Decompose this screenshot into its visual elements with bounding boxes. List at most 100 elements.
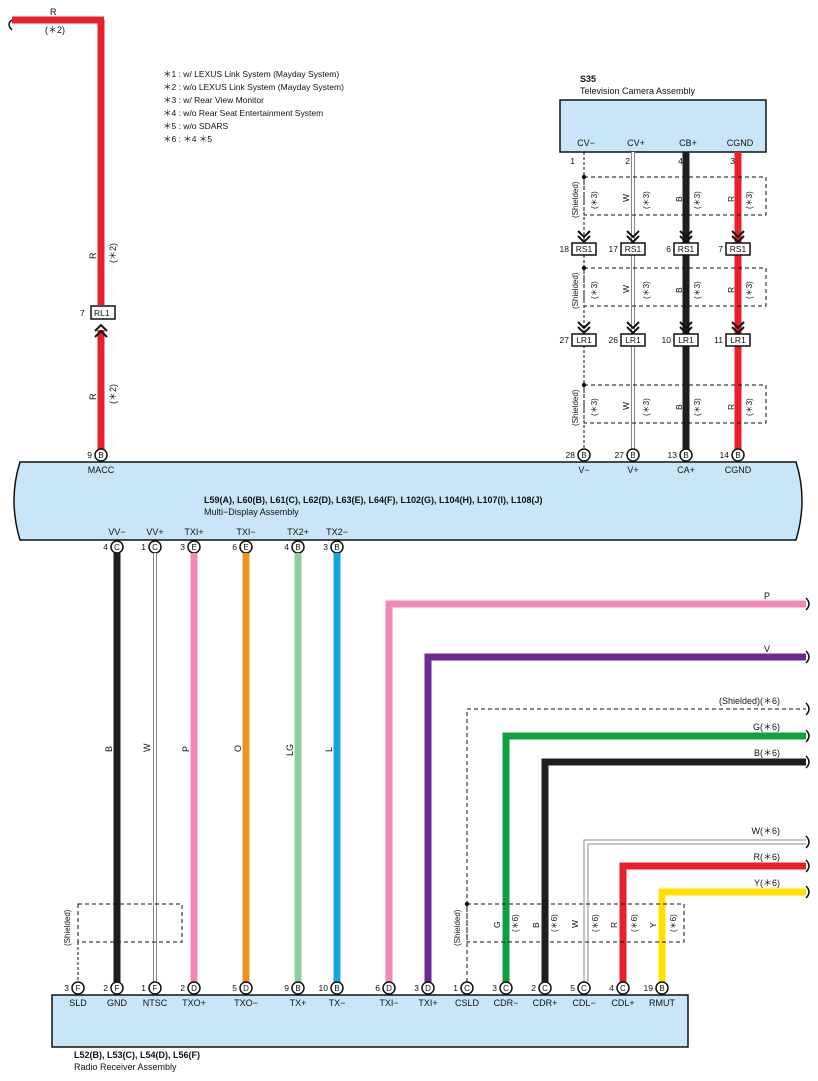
terminal-circle	[94, 448, 108, 462]
terminal: E3	[180, 540, 201, 554]
cond-label: (＊3)	[642, 281, 651, 299]
camera-wires: (Shielded) (＊3) (Shielded) (＊3) (Shielde…	[571, 152, 767, 452]
terminal-pin: 1	[453, 983, 458, 993]
connector-box	[620, 333, 646, 347]
camera-box	[559, 99, 767, 153]
note-2: ＊2 : w/o LEXUS Link System (Mayday Syste…	[163, 82, 344, 92]
cond-label: (＊6)	[669, 914, 678, 932]
terminal-label: SLD	[69, 998, 87, 1008]
connector-name: RS1	[576, 244, 593, 254]
connector-pin: 10	[662, 335, 672, 345]
mid-wire-label: O	[233, 745, 243, 752]
cond-label: (＊3)	[693, 191, 702, 209]
right-wire-label: W(＊6)	[752, 826, 781, 836]
terminal-label: CDL−	[572, 998, 595, 1008]
cond-label: (＊3)	[590, 281, 599, 299]
terminal-connector-letter: B	[659, 984, 664, 993]
terminal-connector-letter: F	[76, 984, 81, 993]
terminal-connector-letter: B	[630, 451, 635, 460]
connector-rl1-pin: 7	[80, 308, 85, 318]
terminal-pin: 9	[284, 983, 289, 993]
cond-label: (＊6)	[550, 914, 559, 932]
radio-codes: L52(B), L53(C), L54(D), L56(F)	[74, 1050, 200, 1060]
connector-name: LR1	[576, 335, 592, 345]
terminal-pin: 3	[64, 983, 69, 993]
terminal-pin: 10	[319, 983, 329, 993]
terminal-label: GND	[107, 998, 128, 1008]
cam-pin: 4	[678, 156, 683, 166]
cam-wire-color: B	[674, 287, 684, 293]
cam-wire-color: W	[621, 194, 631, 202]
right-wire-label: P	[764, 591, 770, 601]
connector-pin: 17	[609, 244, 619, 254]
cond-label: (＊3)	[590, 398, 599, 416]
terminal-connector-letter: B	[683, 451, 688, 460]
terminal-circle	[679, 448, 693, 462]
connector-box	[571, 333, 597, 347]
terminal-connector-letter: E	[191, 543, 196, 552]
terminal-circle	[239, 981, 253, 995]
terminal-label: TX2−	[326, 527, 348, 537]
connector-box	[673, 333, 699, 347]
terminal-label: TXI−	[236, 527, 255, 537]
terminal-pin: 28	[566, 450, 576, 460]
terminal-pin: 3	[323, 542, 328, 552]
terminal-label: VV+	[146, 527, 163, 537]
terminal-pin: 2	[531, 983, 536, 993]
shielded-label: (Shielded)	[63, 909, 72, 946]
terminal: B3	[323, 540, 344, 554]
cam-wire-color: B	[674, 404, 684, 410]
mid-wire-label: P	[181, 746, 191, 752]
terminal-circle	[655, 981, 669, 995]
terminal-label: TX+	[290, 998, 307, 1008]
connector-chevron	[626, 230, 640, 244]
terminal-pin: 6	[375, 983, 380, 993]
connector-chevron	[679, 230, 693, 244]
cond-label: (＊3)	[642, 191, 651, 209]
shielded-label: (Shielded)	[571, 272, 580, 309]
connector-chevron	[577, 230, 591, 244]
terminal-pin: 4	[103, 542, 108, 552]
cam-term-label: CGND	[727, 138, 754, 148]
terminal-circle	[460, 981, 474, 995]
connector-chevron	[626, 321, 640, 335]
terminal-pin: 5	[232, 983, 237, 993]
terminal-label: CA+	[677, 465, 695, 475]
cam-pin: 2	[625, 156, 630, 166]
connector-pin: 18	[560, 244, 570, 254]
right-wire-label: G(＊6)	[753, 722, 780, 732]
connector-pin: 11	[714, 335, 723, 345]
terminal: B4	[284, 540, 305, 554]
right-wire-label: Y(＊6)	[754, 878, 780, 888]
cond-label: (＊3)	[693, 281, 702, 299]
terminal-connector-letter: B	[334, 543, 339, 552]
terminal-pin: 27	[615, 450, 625, 460]
note-4: ＊4 : w/o Rear Seat Entertainment System	[163, 108, 323, 118]
cond-label: (＊6)	[591, 914, 600, 932]
terminal-connector-letter: C	[503, 984, 509, 993]
terminal-circle	[616, 981, 630, 995]
cam-pin: 1	[570, 156, 575, 166]
terminal-connector-letter: C	[542, 984, 548, 993]
note-3: ＊3 : w/ Rear View Monitor	[163, 95, 264, 105]
cam-wire-color: R	[726, 196, 736, 202]
multi-display-assembly: L59(A), L60(B), L61(C), L62(D), L63(E), …	[13, 461, 803, 541]
terminal-connector-letter: B	[581, 451, 586, 460]
wire-cond: (＊2)	[108, 384, 118, 404]
right-wire-label: V	[764, 644, 770, 654]
shielded-label: (Shielded)	[571, 389, 580, 426]
connector-box	[620, 242, 646, 256]
terminal-connector-letter: B	[98, 451, 103, 460]
connector-pin: 7	[718, 244, 723, 254]
